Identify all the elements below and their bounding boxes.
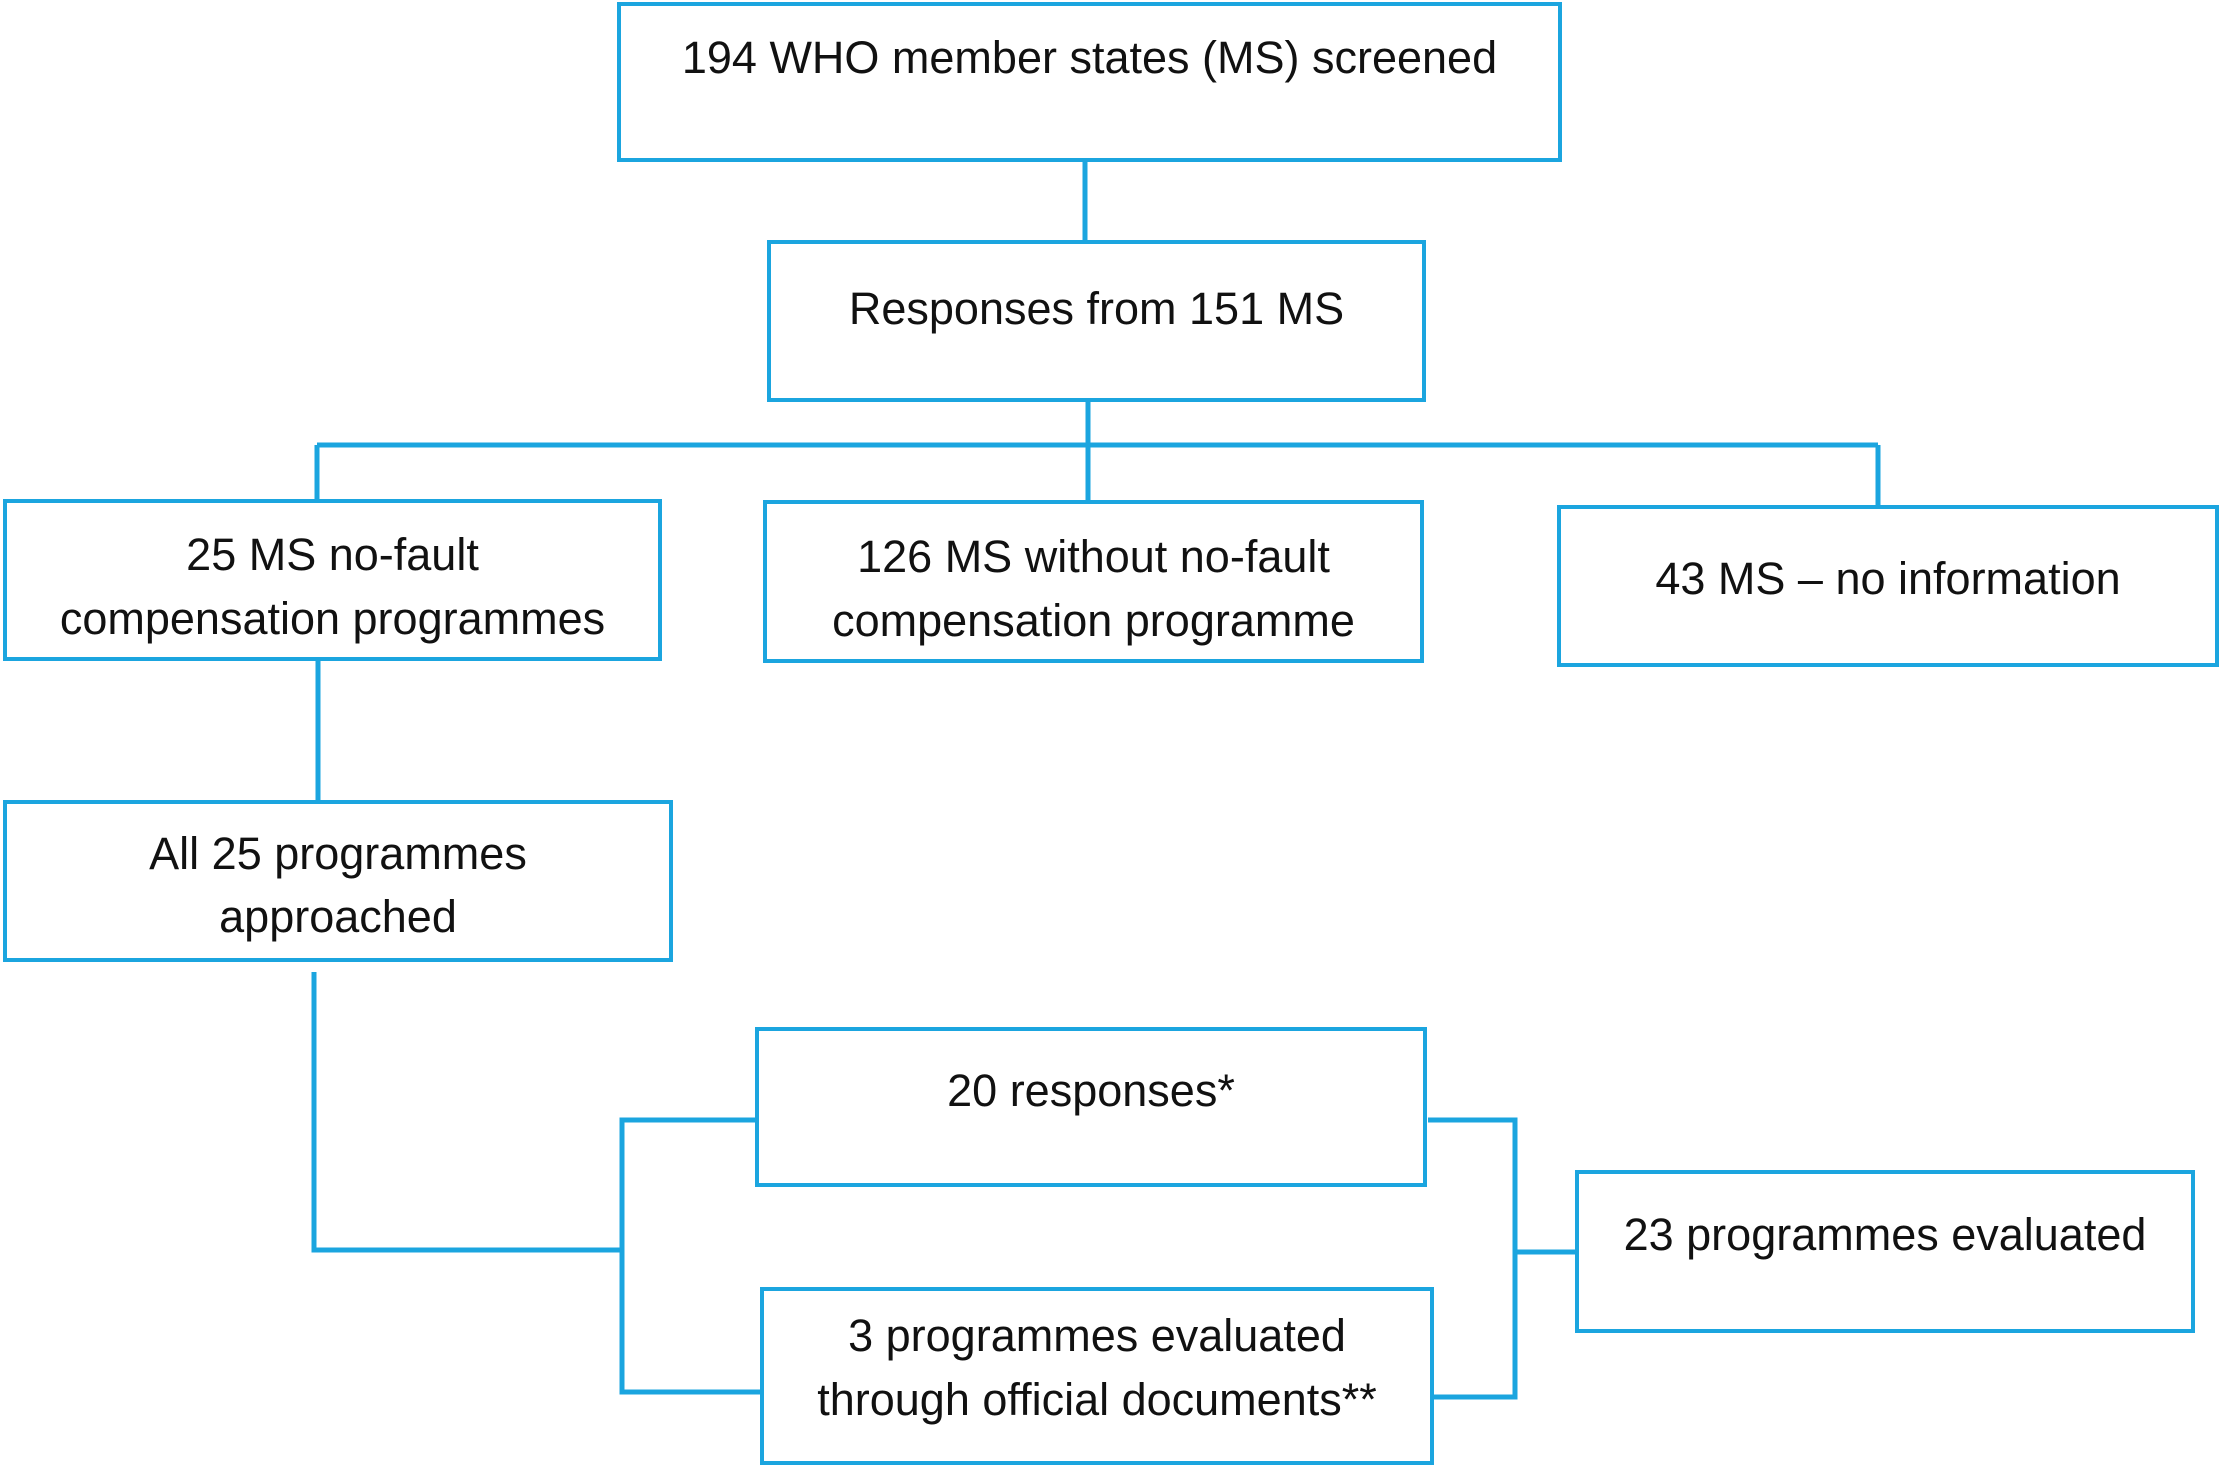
no-fault-box: 25 MS no-fault compensation programmes: [3, 499, 662, 661]
without-line-1: 126 MS without no-fault: [857, 531, 1330, 582]
responses-line-1: Responses from 151 MS: [848, 283, 1345, 334]
connector-right-bracket: [1428, 1117, 1518, 1400]
connector-approached-to-bracket: [311, 972, 622, 1253]
three-programmes-line-1: 3 programmes evaluated: [848, 1310, 1346, 1361]
without-line-2: compensation programme: [832, 595, 1355, 646]
screened-box: 194 WHO member states (MS) screened: [617, 2, 1562, 162]
evaluated-box: 23 programmes evaluated: [1575, 1170, 2195, 1333]
no-fault-line-1: 25 MS no-fault: [186, 529, 479, 580]
no-info-box: 43 MS – no information: [1557, 505, 2219, 667]
without-box: 126 MS without no-fault compensation pro…: [763, 500, 1424, 663]
three-programmes-box: 3 programmes evaluated through official …: [760, 1287, 1434, 1465]
connector-left-bracket: [619, 1117, 765, 1395]
approached-line-2: approached: [219, 891, 457, 942]
evaluated-line-1: 23 programmes evaluated: [1623, 1209, 2147, 1260]
twenty-responses-line-1: 20 responses*: [947, 1065, 1235, 1116]
no-info-line-1: 43 MS – no information: [1655, 553, 2121, 604]
twenty-responses-box: 20 responses*: [755, 1027, 1427, 1187]
responses-box: Responses from 151 MS: [767, 240, 1426, 402]
three-programmes-line-2: through official documents**: [817, 1374, 1377, 1425]
screened-line-1: 194 WHO member states (MS) screened: [681, 32, 1498, 83]
approached-line-1: All 25 programmes: [149, 828, 527, 879]
no-fault-line-2: compensation programmes: [59, 593, 606, 644]
approached-box: All 25 programmes approached: [3, 800, 673, 962]
